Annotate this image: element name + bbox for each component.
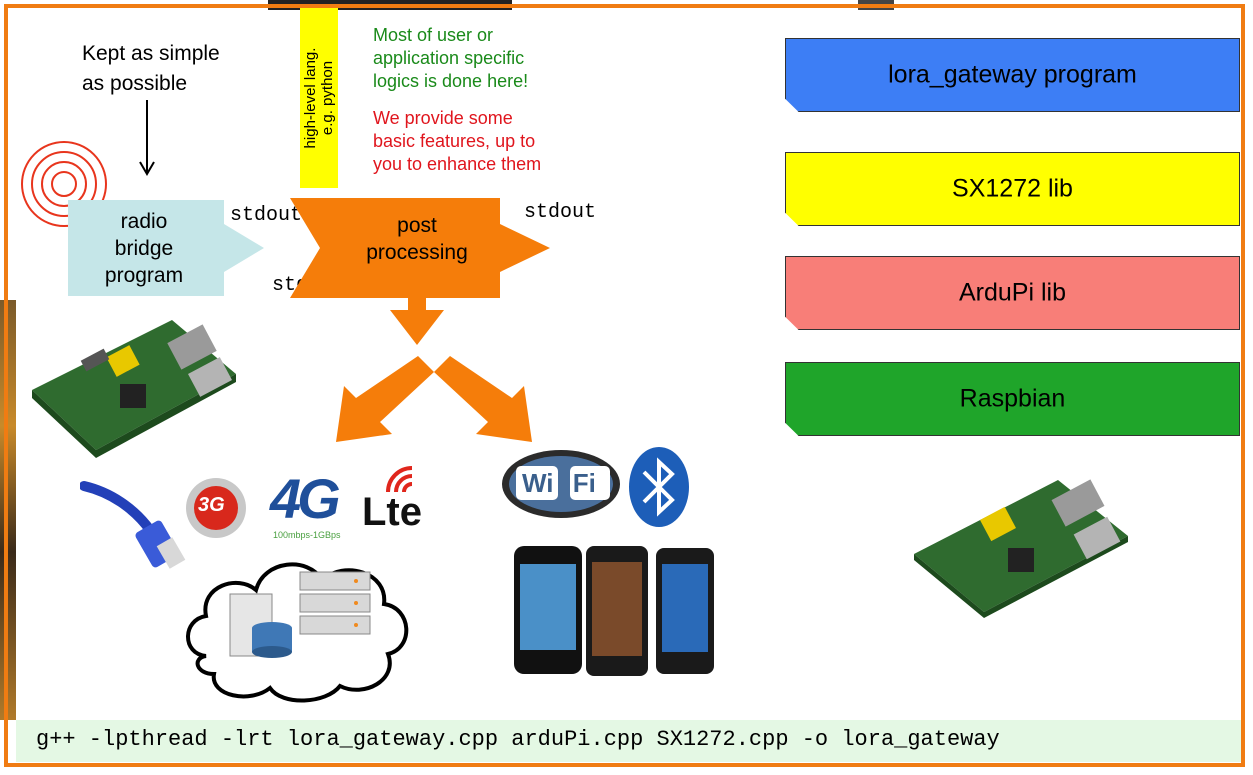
radio-bridge-line-3: program (104, 264, 184, 287)
bluetooth-icon (629, 447, 689, 527)
stack-layer-ardupi: ArduPi lib (785, 256, 1240, 330)
lte-logo-text: Lte (362, 490, 422, 534)
raspberry-pi-board-icon-2 (914, 479, 1128, 618)
smartphone-icon-3 (656, 548, 714, 674)
green-note-line-3: logics is done here! (373, 71, 529, 91)
4g-logo-text: 4G (270, 467, 341, 530)
stack-layer-label: SX1272 lib (952, 174, 1073, 203)
high-level-lang-tag: high-level lang. e.g. python (300, 8, 338, 188)
stdout-label-2: stdout (524, 201, 597, 224)
wifi-logo-icon (502, 450, 620, 518)
3g-logo-text: 3G (198, 494, 225, 516)
high-level-lang-text: high-level lang. e.g. python (302, 48, 336, 149)
radio-bridge-line-2: bridge (114, 237, 174, 260)
stack-layer-raspbian: Raspbian (785, 362, 1240, 436)
stack-layer-lora-gateway: lora_gateway program (785, 38, 1240, 112)
stack-layer-label: lora_gateway program (888, 60, 1137, 89)
cloud-servers-icon (186, 562, 409, 703)
radio-bridge-arrow (68, 200, 264, 296)
post-processing-arrow (290, 198, 550, 345)
post-processing-label: post processing (342, 212, 492, 266)
lte-signal-icon (386, 466, 413, 493)
smartphone-icon-1 (514, 546, 582, 674)
high-level-lang-line-1: high-level lang. (302, 47, 319, 149)
ethernet-cable-icon (80, 481, 186, 569)
arrow-down-left-icon (336, 356, 434, 442)
post-processing-line-1: post (397, 214, 437, 237)
raspberry-pi-board-icon (32, 320, 236, 458)
3g-logo-icon (186, 478, 246, 538)
green-note-line-1: Most of user or (373, 25, 494, 45)
red-note-line-1: We provide some (373, 108, 513, 128)
kept-simple-line-1: Kept as simple (82, 42, 220, 65)
red-note-line-2: basic features, up to (373, 131, 536, 151)
stack-layer-label: ArduPi lib (959, 278, 1066, 307)
wifi-logo-text: Wi Fi (522, 468, 596, 498)
radio-bridge-line-1: radio (120, 210, 168, 233)
command-bar (16, 720, 1241, 762)
kept-simple-line-2: as possible (82, 72, 188, 95)
green-note-line-2: application specific (373, 48, 525, 68)
compile-command: g++ -lpthread -lrt lora_gateway.cpp ardu… (36, 727, 1000, 752)
stdout-label-1: stdout (230, 204, 303, 227)
radio-waves-icon (21, 141, 107, 227)
post-processing-line-2: processing (366, 241, 468, 264)
4g-speed-text: 100mbps-1GBps (273, 530, 341, 540)
high-level-lang-line-2: e.g. python (319, 60, 336, 136)
stack-layer-sx1272: SX1272 lib (785, 152, 1240, 226)
slide-frame (4, 4, 1245, 767)
red-note-line-3: you to enhance them (373, 154, 542, 174)
stack-layer-label: Raspbian (959, 384, 1066, 413)
smartphone-icon-2 (586, 546, 648, 676)
arrow-down-right-icon (434, 356, 532, 442)
radio-bridge-label: radio bridge program (68, 208, 220, 289)
down-arrow-icon (139, 100, 155, 176)
